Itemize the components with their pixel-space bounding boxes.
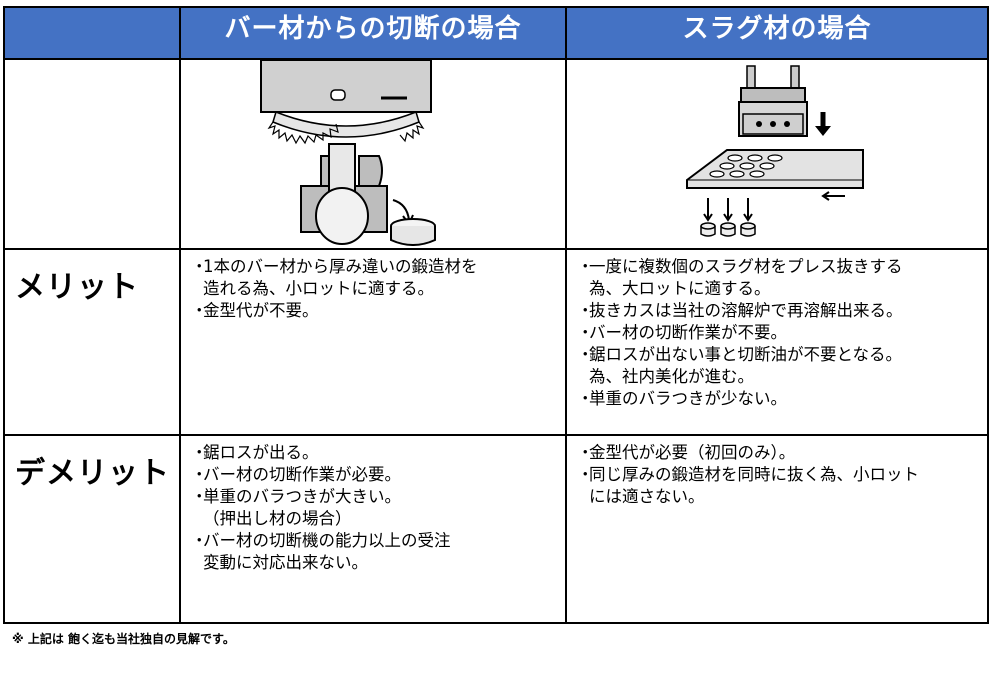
slug-press-illustration-cell — [565, 58, 989, 250]
demerit-label-cell: デメリット — [3, 434, 181, 624]
header-slug: スラグ材の場合 — [565, 6, 989, 60]
list-item: 鋸ロスが出ない事と切断油が不要となる。 為、社内美化が進む。 — [577, 344, 979, 388]
slug-merit-cell: 一度に複数個のスラグ材をプレス抜きする 為、大ロットに適する。 抜きカスは当社の… — [565, 248, 989, 436]
bar-saw-illustration-cell — [179, 58, 567, 250]
list-item: 1本のバー材から厚み違いの鍛造材を 造れる為、小ロットに適する。 — [191, 256, 557, 300]
list-item: 鋸ロスが出る。 — [191, 442, 557, 464]
comparison-table: バー材からの切断の場合 スラグ材の場合 — [3, 6, 989, 624]
slug-press-illustration — [686, 65, 864, 237]
list-item: バー材の切断機の能力以上の受注 変動に対応出来ない。 — [191, 530, 557, 574]
list-item: バー材の切断作業が不要。 — [577, 322, 979, 344]
saw-cutting-illustration — [260, 60, 436, 246]
picture-label-cell — [3, 58, 181, 250]
bar-demerit-list: 鋸ロスが出る。 バー材の切断作業が必要。 単重のバラつきが大きい。 （押出し材の… — [181, 436, 565, 574]
header-blank-cell — [3, 6, 181, 60]
slug-demerit-list: 金型代が必要（初回のみ）。 同じ厚みの鍛造材を同時に抜く為、小ロット には適さな… — [567, 436, 987, 508]
header-bar-cutting: バー材からの切断の場合 — [179, 6, 567, 60]
footnote: ※ 上記は 飽く迄も当社独自の見解です。 — [12, 632, 235, 646]
bar-merit-cell: 1本のバー材から厚み違いの鍛造材を 造れる為、小ロットに適する。 金型代が不要。 — [179, 248, 567, 436]
merit-label: メリット — [15, 270, 139, 305]
merit-label-cell: メリット — [3, 248, 181, 436]
list-item: バー材の切断作業が必要。 — [191, 464, 557, 486]
list-item: 単重のバラつきが少ない。 — [577, 388, 979, 410]
list-item: 同じ厚みの鍛造材を同時に抜く為、小ロット には適さない。 — [577, 464, 979, 508]
demerit-label: デメリット — [15, 456, 170, 491]
list-item: 金型代が不要。 — [191, 300, 557, 322]
bar-demerit-cell: 鋸ロスが出る。 バー材の切断作業が必要。 単重のバラつきが大きい。 （押出し材の… — [179, 434, 567, 624]
bar-merit-list: 1本のバー材から厚み違いの鍛造材を 造れる為、小ロットに適する。 金型代が不要。 — [181, 250, 565, 322]
list-item: 単重のバラつきが大きい。 （押出し材の場合） — [191, 486, 557, 530]
list-item: 抜きカスは当社の溶解炉で再溶解出来る。 — [577, 300, 979, 322]
slug-merit-list: 一度に複数個のスラグ材をプレス抜きする 為、大ロットに適する。 抜きカスは当社の… — [567, 250, 987, 410]
slug-demerit-cell: 金型代が必要（初回のみ）。 同じ厚みの鍛造材を同時に抜く為、小ロット には適さな… — [565, 434, 989, 624]
list-item: 一度に複数個のスラグ材をプレス抜きする 為、大ロットに適する。 — [577, 256, 979, 300]
list-item: 金型代が必要（初回のみ）。 — [577, 442, 979, 464]
